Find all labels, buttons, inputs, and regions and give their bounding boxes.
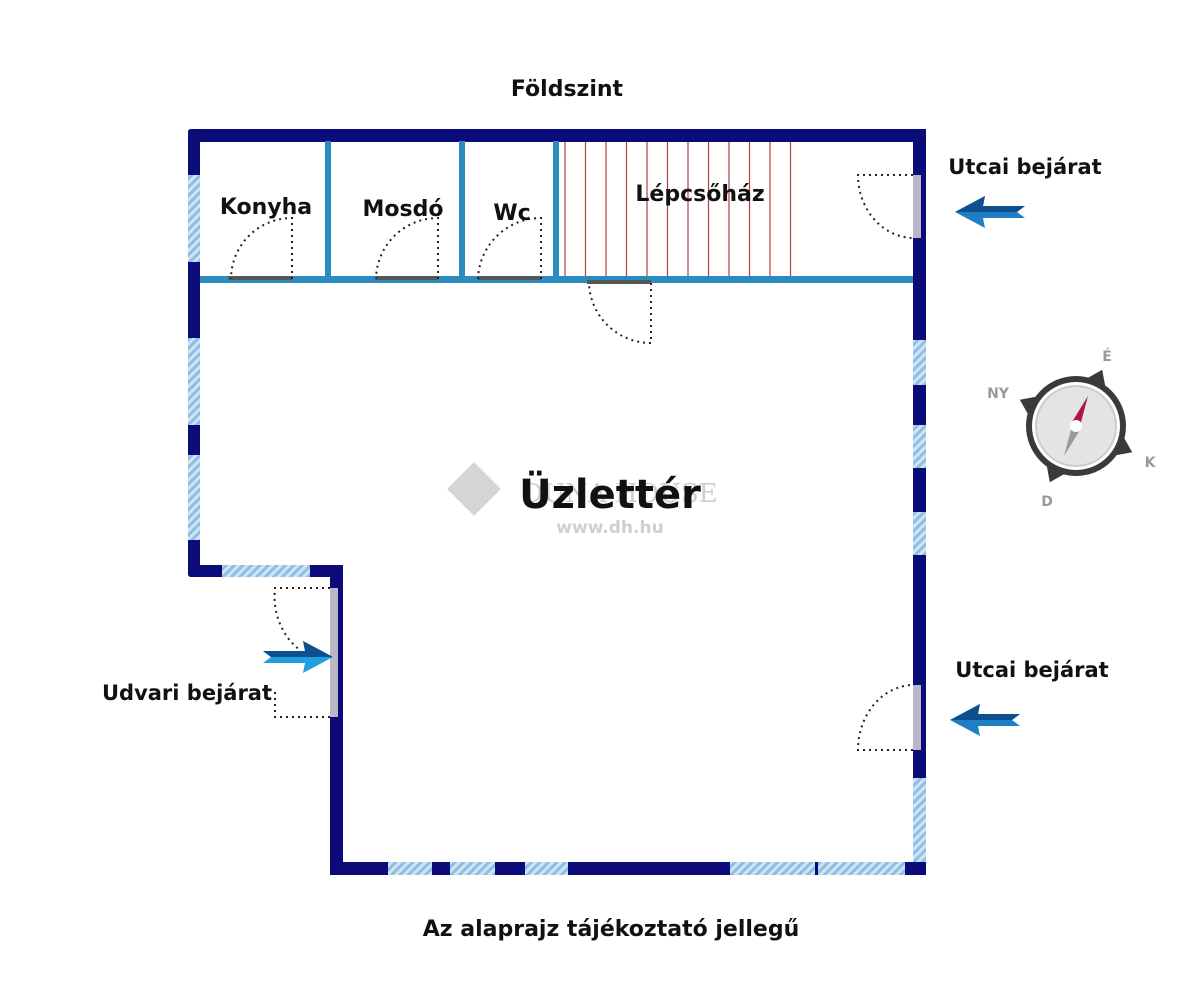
label-courtyard-entrance: Udvari bejárat [102,681,272,705]
door-openings [330,175,921,750]
staircase-door [588,282,652,345]
label-street-entrance-bottom: Utcai bejárat [955,658,1108,682]
entrance-arrow-bottom [950,704,1020,736]
watermark: DUNA HOUSE www.dh.hu [447,462,718,538]
courtyard-door [273,587,330,718]
compass-west: NY [987,386,1010,402]
kitchen-door [230,216,293,280]
washroom-door [375,216,439,280]
compass-icon: É K D NY [987,348,1157,510]
street-door-top [856,174,914,239]
compass-north: É [1102,348,1112,365]
room-label-shop: Üzlettér [519,470,701,518]
street-door-bottom [856,684,914,751]
svg-text:www.dh.hu: www.dh.hu [556,518,663,538]
footer-note: Az alaprajz tájékoztató jellegű [423,917,799,942]
room-label-staircase: Lépcsőház [635,182,764,207]
room-label-wc: Wc [493,201,530,226]
compass-east: K [1145,455,1157,471]
windows [188,175,926,875]
room-label-washroom: Mosdó [363,197,444,222]
duna-house-logo-icon [447,462,501,516]
wc-door [477,216,542,280]
door-sills [228,276,651,284]
svg-text:DUNA HOUSE: DUNA HOUSE [522,479,717,509]
label-street-entrance-top: Utcai bejárat [948,155,1101,179]
compass-south: D [1041,494,1053,510]
entrance-arrow-courtyard [263,641,333,673]
door-swings [230,174,914,751]
partition-walls [200,141,913,283]
entrance-arrow-top [955,196,1025,228]
room-label-kitchen: Konyha [220,195,312,220]
floor-title: Földszint [511,77,624,102]
staircase-steps [564,142,792,276]
